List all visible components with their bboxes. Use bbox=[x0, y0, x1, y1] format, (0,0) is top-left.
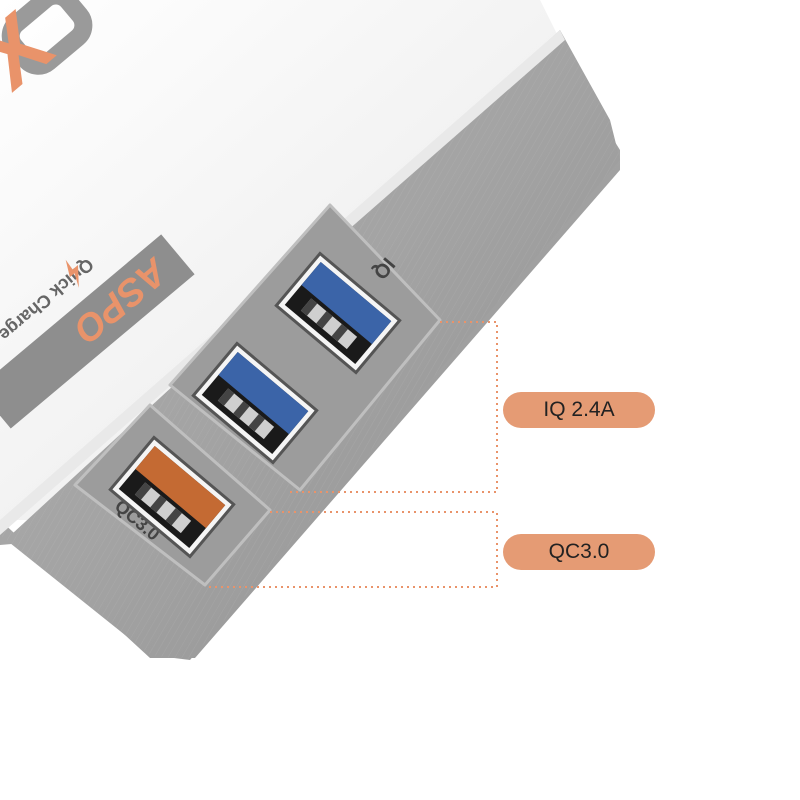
iq-callout-badge: IQ 2.4A bbox=[503, 392, 655, 428]
usb-port-qc[interactable] bbox=[108, 435, 236, 559]
iq-leader-line bbox=[290, 321, 498, 493]
brand-logo bbox=[1, 0, 93, 75]
usb-port-iq-2[interactable] bbox=[191, 341, 319, 465]
qc-callout-badge: QC3.0 bbox=[503, 534, 655, 570]
bolt-icon bbox=[65, 259, 79, 288]
qc-leader-line bbox=[205, 511, 498, 588]
usb-port-iq-1[interactable] bbox=[274, 251, 402, 375]
